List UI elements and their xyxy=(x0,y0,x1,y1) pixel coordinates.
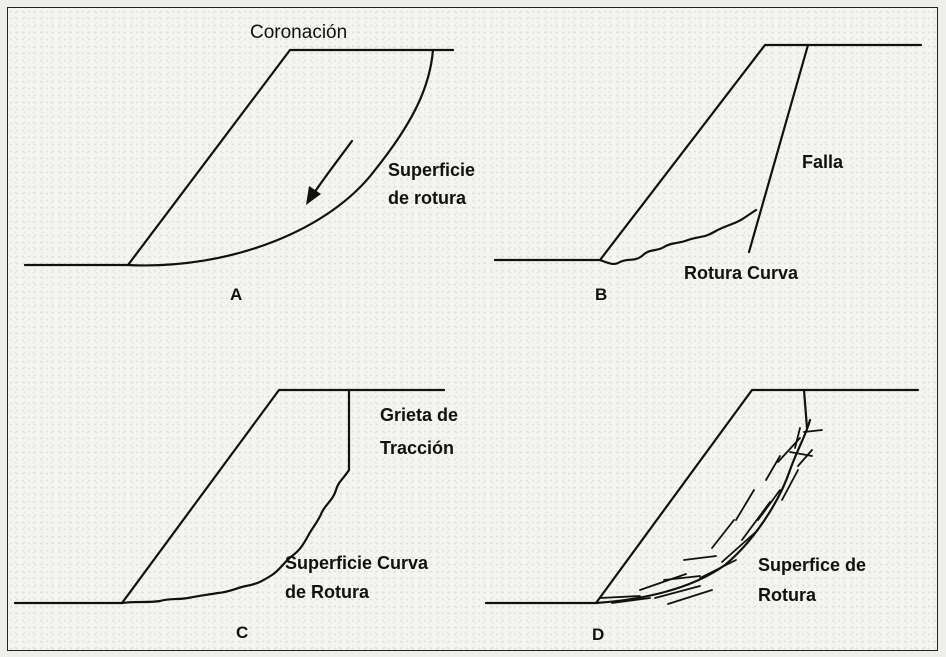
panel-b-fault-label: Falla xyxy=(802,152,844,172)
panel-c-letter: C xyxy=(236,623,248,642)
panel-d: Superfice de Rotura D xyxy=(484,388,920,644)
panel-a-movement-arrow xyxy=(310,139,354,198)
panel-a-letter: A xyxy=(230,285,242,304)
panel-c-crack-label-2: Tracción xyxy=(380,438,454,458)
panel-d-ground-line xyxy=(484,388,920,605)
panel-d-letter: D xyxy=(592,625,604,644)
panel-a-crest-label: Coronación xyxy=(250,22,347,43)
panel-b-letter: B xyxy=(595,285,607,304)
panel-b-ground-line xyxy=(493,43,923,262)
panel-c-failure-surface xyxy=(120,468,351,605)
panel-d-surface-label-1: Superfice de xyxy=(758,555,866,575)
panel-d-surface-label-2: Rotura xyxy=(758,585,817,605)
panel-c-surface-label-1: Superficie Curva xyxy=(285,553,429,573)
panel-a-ground-line xyxy=(23,48,455,267)
panel-c-crack-label-1: Grieta de xyxy=(380,405,458,425)
panel-a-arrowhead-icon xyxy=(306,186,321,205)
panel-b-fault-line xyxy=(747,43,810,254)
panel-d-shear-segments xyxy=(599,427,823,605)
panel-a-failure-surface xyxy=(126,48,435,267)
panel-c-ground-line xyxy=(13,388,446,605)
panel-a-surface-label-1: Superficie xyxy=(388,160,475,180)
figure-frame xyxy=(7,7,938,651)
panel-a: Coronación Superficie de rotura A xyxy=(23,22,475,304)
panel-a-surface-label-2: de rotura xyxy=(388,188,467,208)
panel-d-crest-crack xyxy=(802,388,809,430)
panel-b: Falla Rotura Curva B xyxy=(493,43,923,304)
panel-b-failure-surface xyxy=(598,208,758,266)
panel-b-failure-label: Rotura Curva xyxy=(684,263,799,283)
panel-d-failure-surface xyxy=(594,418,812,605)
panel-c-surface-label-2: de Rotura xyxy=(285,582,370,602)
panel-c: Grieta de Tracción Superficie Curva de R… xyxy=(13,388,458,642)
